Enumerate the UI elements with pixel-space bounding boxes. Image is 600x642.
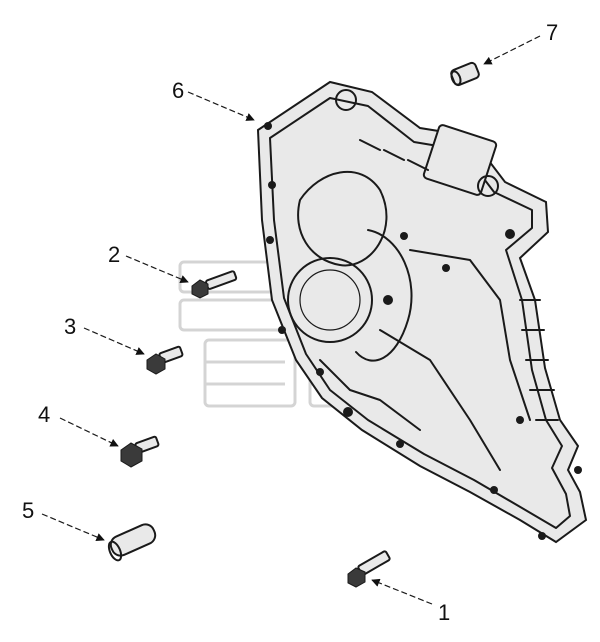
flange-bolt-icon [347, 550, 391, 588]
flange-bolt-icon [146, 345, 184, 375]
flange-bolt-icon [120, 435, 160, 468]
callout-3: 3 [64, 314, 76, 339]
callout-1: 1 [438, 600, 450, 625]
gear-housing-icon [256, 80, 588, 544]
callout-7: 7 [546, 20, 558, 45]
callout-5: 5 [22, 498, 34, 523]
callout-6: 6 [172, 78, 184, 103]
leader-lines [41, 35, 541, 605]
callout-2: 2 [108, 242, 120, 267]
plug-icon [450, 61, 480, 87]
callout-4: 4 [38, 402, 50, 427]
flange-bolt-icon [191, 270, 238, 299]
dowel-pin-icon [107, 523, 157, 562]
